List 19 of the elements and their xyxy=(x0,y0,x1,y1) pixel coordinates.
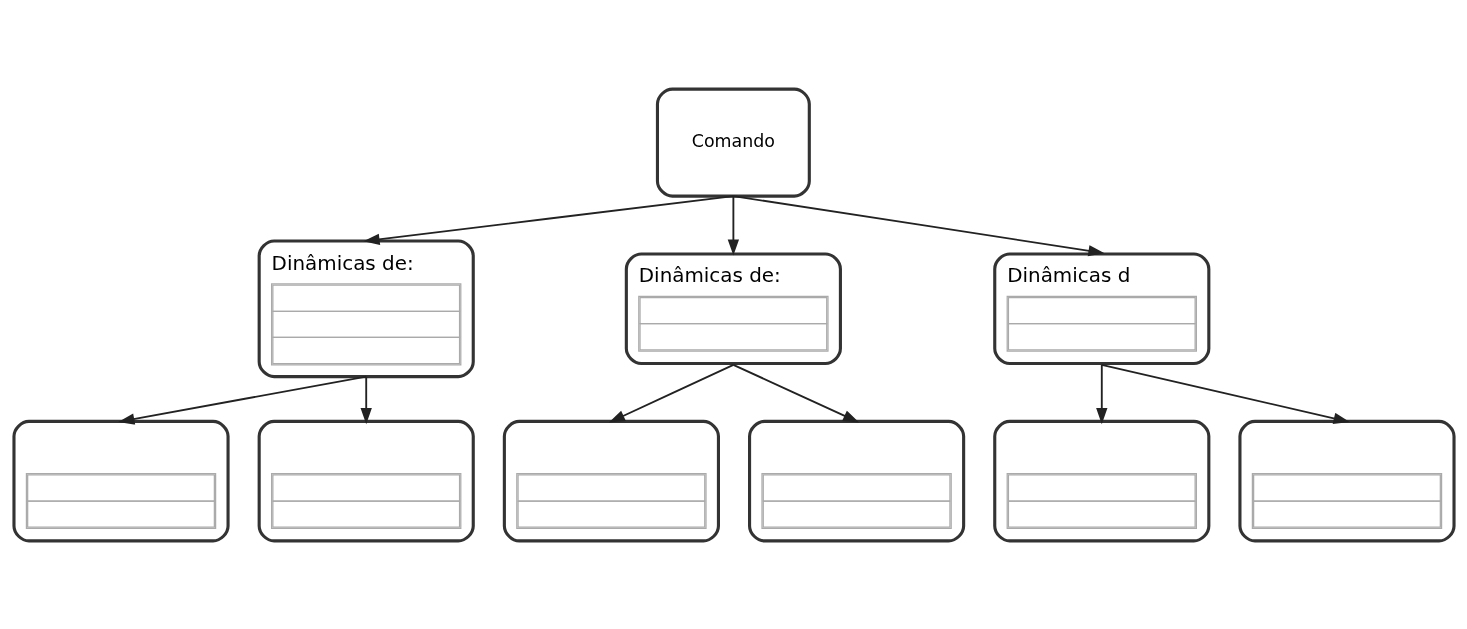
arrow xyxy=(362,194,734,245)
node-box: Dinâmicas de: xyxy=(624,251,842,365)
node-box: Comando xyxy=(655,87,811,198)
arrow xyxy=(117,375,367,425)
node-box: Dinâmicas de: xyxy=(257,238,475,378)
node-box xyxy=(502,419,720,542)
arrow xyxy=(731,194,1105,256)
node-box xyxy=(11,419,230,542)
arrow xyxy=(360,375,372,424)
arrow xyxy=(1100,363,1350,424)
node-box xyxy=(1237,419,1456,542)
node-box xyxy=(992,419,1210,542)
node-box: Dinâmicas d xyxy=(992,251,1210,365)
arrow xyxy=(731,363,859,423)
arrow xyxy=(727,194,739,256)
arrow xyxy=(1095,363,1107,424)
node-box xyxy=(257,419,475,542)
arrow xyxy=(608,363,734,423)
node-box xyxy=(747,419,965,542)
